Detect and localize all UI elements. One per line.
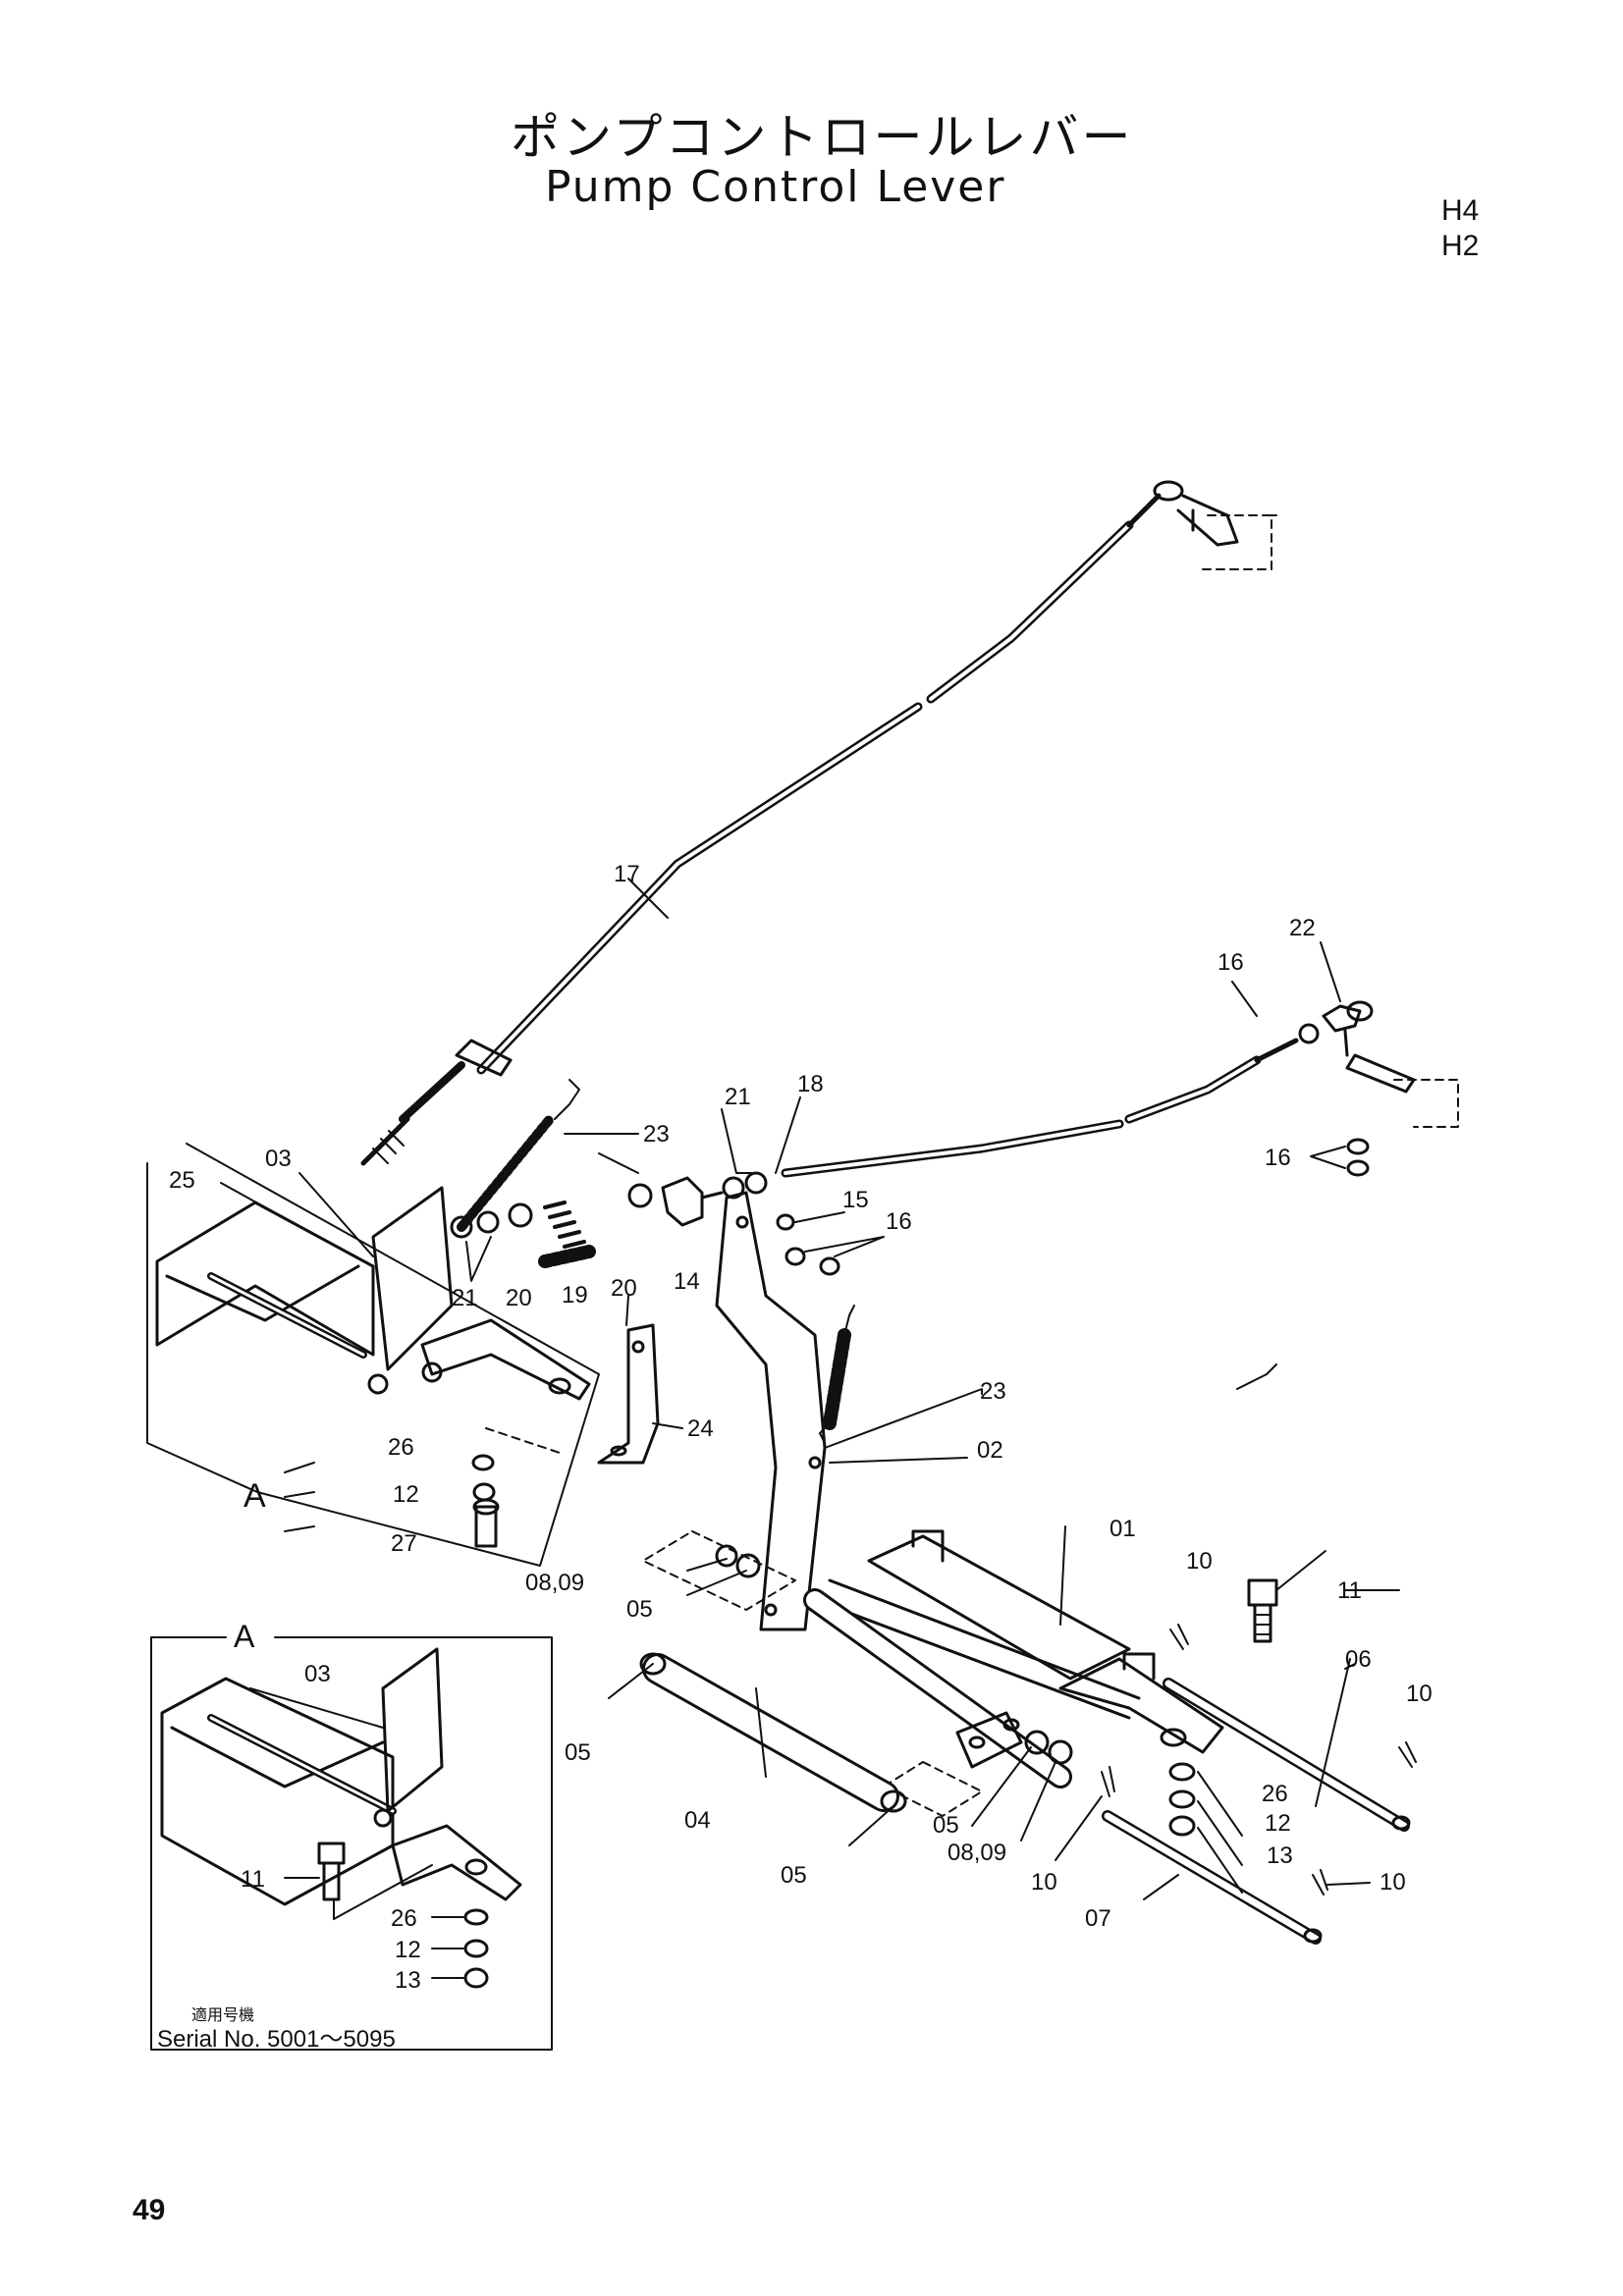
callout-07: 07 bbox=[1085, 1905, 1111, 1932]
inset-callout-12: 12 bbox=[395, 1937, 421, 1963]
callout-10-lower: 10 bbox=[1031, 1869, 1057, 1896]
inset-callout-26: 26 bbox=[391, 1905, 417, 1932]
callout-05-left: 05 bbox=[565, 1739, 591, 1766]
bracket-24 bbox=[597, 1323, 660, 1465]
callout-04: 04 bbox=[684, 1807, 711, 1834]
callout-labels: 17 03 25 23 21 20 19 20 14 21 18 15 16 1… bbox=[157, 861, 1433, 2053]
lever-02 bbox=[642, 1191, 827, 1631]
callout-06: 06 bbox=[1345, 1646, 1372, 1673]
callout-26-detail: 26 bbox=[388, 1434, 414, 1461]
shaft-assembly-01 bbox=[803, 1529, 1224, 1817]
springs-and-washers bbox=[450, 1079, 855, 1444]
page-title-japanese: ポンプコントロールレバー bbox=[511, 109, 1134, 166]
callout-08-09-right: 08,09 bbox=[947, 1840, 1006, 1866]
callout-10-upper: 10 bbox=[1186, 1548, 1213, 1575]
callout-10-right: 10 bbox=[1406, 1681, 1433, 1707]
detail-frame bbox=[146, 1143, 600, 1567]
callout-13: 13 bbox=[1267, 1842, 1293, 1869]
serial-number: Serial No. 5001～5095 bbox=[157, 2026, 396, 2053]
view-a-marker: A bbox=[243, 1477, 266, 1515]
callout-22: 22 bbox=[1289, 915, 1316, 941]
callout-05-lower: 05 bbox=[781, 1862, 807, 1889]
callout-12-detail: 12 bbox=[393, 1481, 419, 1508]
pins-and-collars bbox=[639, 1578, 1417, 1945]
callout-05-upper: 05 bbox=[626, 1596, 653, 1623]
inset-callout-03: 03 bbox=[304, 1661, 331, 1687]
inset-callout-11: 11 bbox=[241, 1866, 265, 1893]
callout-02: 02 bbox=[977, 1437, 1003, 1464]
inset-callout-13: 13 bbox=[395, 1967, 421, 1994]
callout-24: 24 bbox=[687, 1415, 714, 1442]
page-title: Pump Control Lever bbox=[545, 162, 1006, 212]
callout-20-right: 20 bbox=[611, 1275, 637, 1302]
callout-15: 15 bbox=[842, 1187, 869, 1213]
model-code-1: H4 bbox=[1441, 194, 1480, 227]
callout-16-right: 16 bbox=[1265, 1145, 1291, 1171]
callout-27: 27 bbox=[391, 1530, 417, 1557]
callout-11: 11 bbox=[1337, 1577, 1362, 1604]
leader-lines bbox=[220, 878, 1400, 1900]
callout-08-09-left: 08,09 bbox=[525, 1570, 584, 1596]
callout-05-right: 05 bbox=[933, 1812, 959, 1839]
callout-16-center: 16 bbox=[886, 1208, 912, 1235]
inset-view-a bbox=[150, 1636, 553, 2051]
callout-23-lower: 23 bbox=[980, 1378, 1006, 1405]
callout-14: 14 bbox=[674, 1268, 700, 1295]
callout-01: 01 bbox=[1109, 1516, 1136, 1542]
callout-17: 17 bbox=[614, 861, 640, 887]
callout-18: 18 bbox=[797, 1071, 824, 1097]
callout-19: 19 bbox=[562, 1282, 588, 1308]
callout-21-upper: 21 bbox=[725, 1084, 751, 1110]
callout-20-left: 20 bbox=[506, 1285, 532, 1311]
cable-17 bbox=[360, 480, 1277, 1166]
serial-label: 適用号機 bbox=[191, 2005, 254, 2024]
callout-25: 25 bbox=[169, 1167, 195, 1194]
callout-10-lower-right: 10 bbox=[1380, 1869, 1406, 1896]
inset-title-a: A bbox=[234, 1619, 255, 1654]
callout-16-upper: 16 bbox=[1217, 949, 1244, 976]
callout-03: 03 bbox=[265, 1146, 292, 1172]
callout-21-lower: 21 bbox=[452, 1285, 478, 1311]
callout-12: 12 bbox=[1265, 1810, 1291, 1837]
callout-23-upper: 23 bbox=[643, 1121, 670, 1148]
rod-18 bbox=[781, 1000, 1459, 1178]
page-number: 49 bbox=[133, 2194, 166, 2226]
callout-26: 26 bbox=[1262, 1781, 1288, 1807]
model-code-2: H2 bbox=[1441, 230, 1480, 262]
